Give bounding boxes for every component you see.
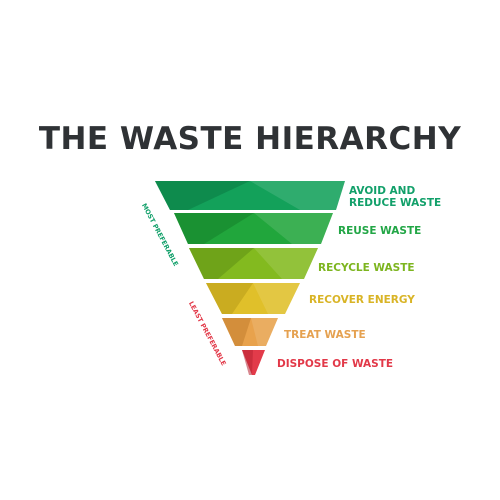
- level-3-label-text: RECYCLE WASTE: [318, 262, 415, 274]
- level-4-label: RECOVER ENERGY: [309, 294, 415, 306]
- level-2-shade: [174, 213, 254, 244]
- level-6-shade: [242, 350, 253, 375]
- level-1-highlight: [250, 181, 345, 210]
- level-4-shade: [206, 283, 253, 314]
- level-6-label: DISPOSE OF WASTE: [277, 358, 393, 370]
- funnel-level-dispose: [242, 350, 265, 375]
- funnel-level-recover-energy: [206, 283, 300, 314]
- level-3-label: RECYCLE WASTE: [318, 262, 415, 274]
- level-2-highlight: [254, 213, 333, 244]
- level-5-label: TREAT WASTE: [284, 329, 366, 341]
- level-4-highlight: [253, 283, 300, 314]
- level-3-highlight: [254, 248, 318, 279]
- level-1-label: AVOID AND REDUCE WASTE: [349, 185, 441, 209]
- level-3-shade: [189, 248, 254, 279]
- page-title: THE WASTE HIERARCHY: [38, 121, 462, 157]
- funnel-level-reuse: [174, 213, 333, 244]
- level-5-shade: [222, 318, 251, 346]
- level-5-label-text: TREAT WASTE: [284, 329, 366, 341]
- level-1-label-line2: REDUCE WASTE: [349, 197, 442, 209]
- funnel-level-recycle: [189, 248, 318, 279]
- funnel-level-avoid-reduce: [155, 181, 345, 210]
- level-4-label-text: RECOVER ENERGY: [309, 294, 415, 306]
- level-5-highlight: [251, 318, 278, 346]
- level-2-label-text: REUSE WASTE: [338, 225, 422, 237]
- level-2-label: REUSE WASTE: [338, 225, 421, 237]
- level-1-label-line1: AVOID AND: [349, 185, 416, 197]
- level-1-shade: [155, 181, 250, 210]
- level-6-label-text: DISPOSE OF WASTE: [277, 358, 394, 370]
- funnel-level-treat: [222, 318, 278, 346]
